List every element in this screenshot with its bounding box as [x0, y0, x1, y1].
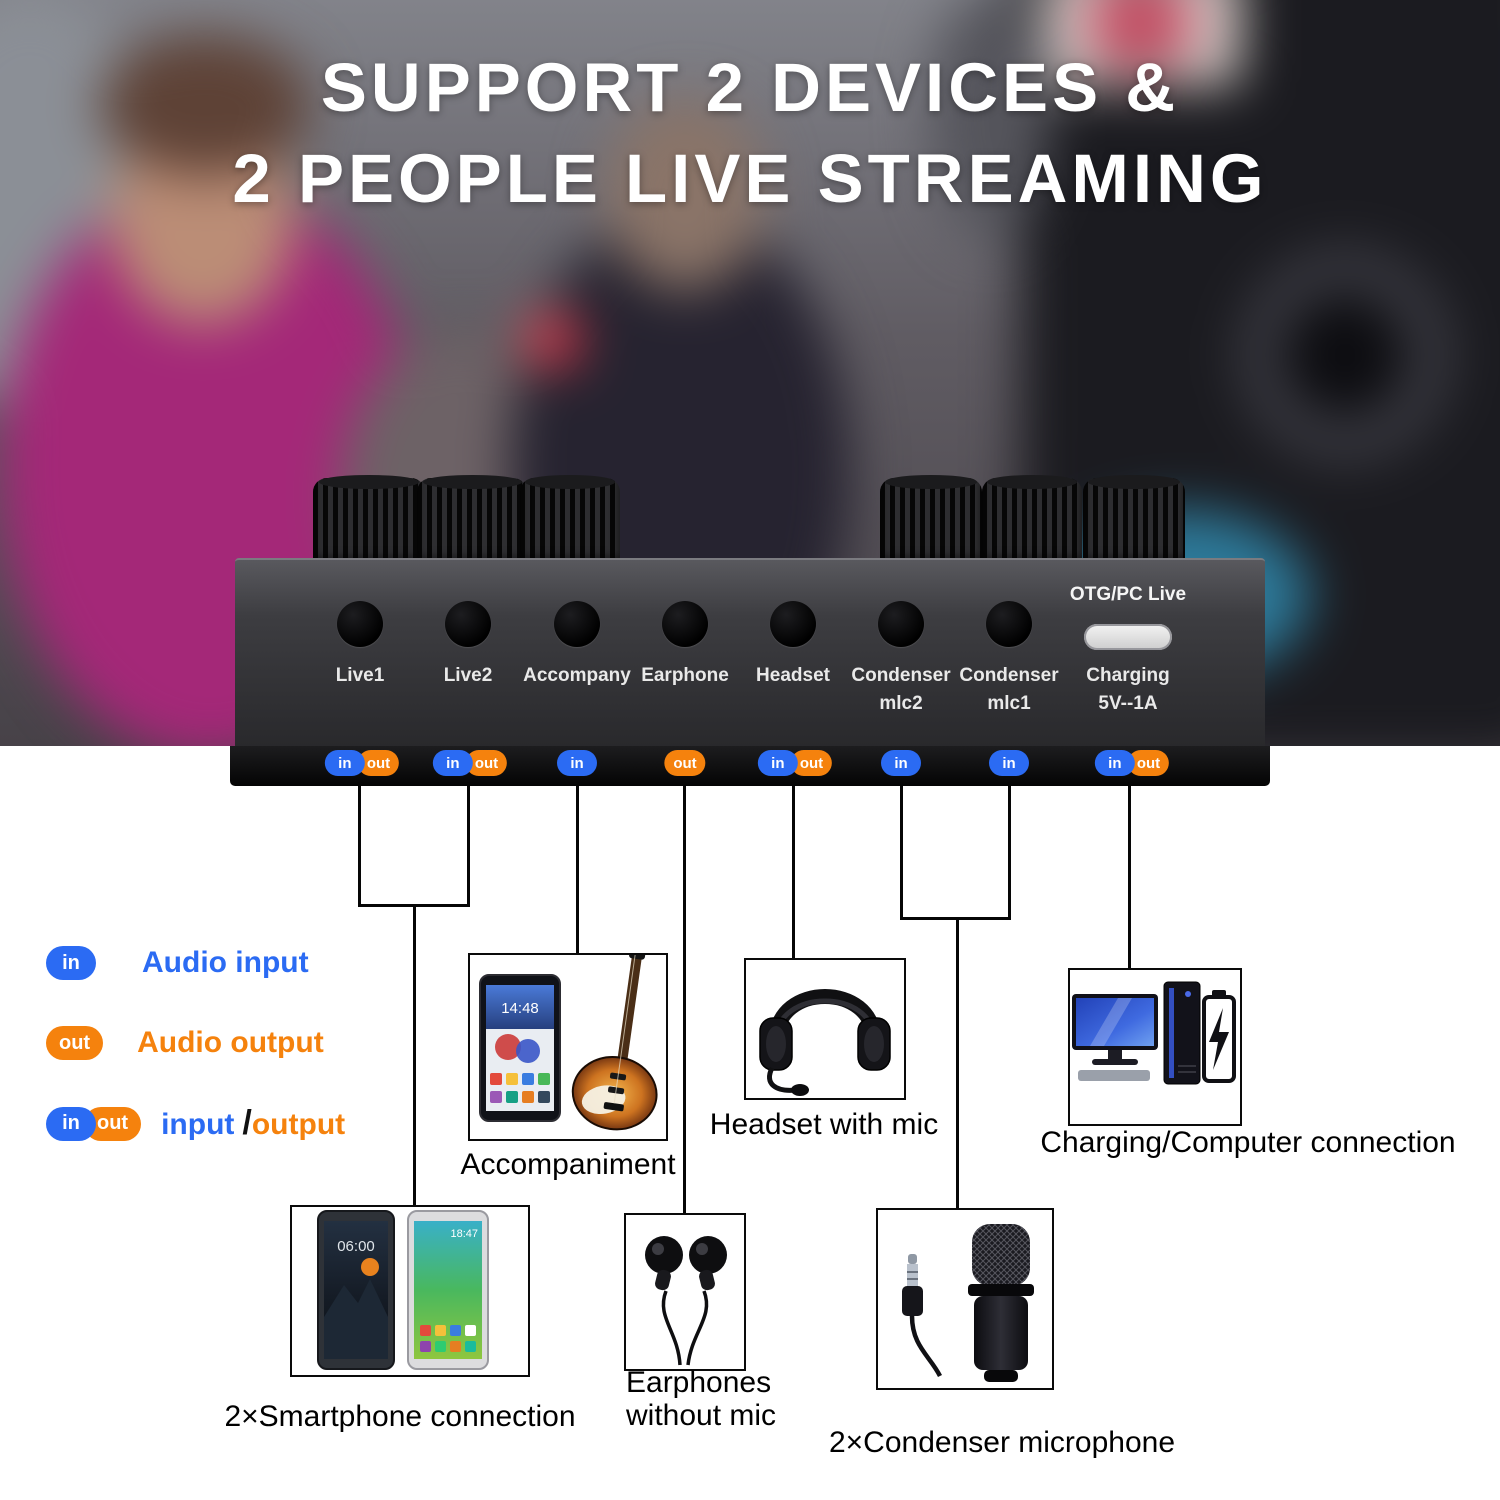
- earbuds-icon: [645, 1236, 727, 1366]
- jack-accompany: [554, 601, 600, 647]
- condenser-mic-icon: [902, 1224, 1034, 1382]
- connector-line-mic1: [1008, 776, 1011, 920]
- mixer-knob-3: [520, 475, 620, 566]
- smartphone-label: 2×Smartphone connection: [224, 1400, 576, 1433]
- legend-in-badge: in: [46, 1106, 96, 1141]
- usb-charging-port: [1084, 624, 1172, 650]
- title-line-1: SUPPORT 2 DEVICES &: [320, 49, 1180, 126]
- jack-condenser-mic1: [986, 601, 1032, 647]
- connector-line-live1: [358, 776, 361, 906]
- page-title: SUPPORT 2 DEVICES & 2 PEOPLE LIVE STREAM…: [0, 42, 1500, 224]
- phone1-time: 06:00: [337, 1238, 375, 1255]
- computer-image: [1068, 968, 1242, 1126]
- accompaniment-illustration: 14:48: [479, 955, 658, 1131]
- legend-audio-output-label: Audio output: [137, 1026, 324, 1059]
- mixer-device: OTG/PC Live Live1 Live2 Accompany Earpho…: [230, 475, 1270, 790]
- mixer-knob-6: [1083, 475, 1185, 566]
- badge-in: in: [881, 750, 921, 776]
- accompaniment-label: Accompaniment: [460, 1148, 676, 1181]
- guitar-icon: [571, 955, 658, 1131]
- badges-earphone: out: [664, 750, 706, 776]
- jack-earphone: [662, 601, 708, 647]
- legend-audio-input-label: Audio input: [142, 946, 309, 979]
- port-label-live1: Live1: [335, 665, 385, 686]
- badges-condenser-mic1: in: [989, 750, 1029, 776]
- port-label-accompany: Accompany: [523, 665, 631, 686]
- connector-line-accompany: [576, 776, 579, 953]
- connector-line-to-condenser: [956, 917, 959, 1208]
- badge-in: in: [432, 750, 473, 776]
- legend-out-badge: out: [46, 1026, 104, 1060]
- smartphones-icon: 06:00 18:47: [317, 1210, 489, 1370]
- badges-live1: in out: [324, 750, 400, 776]
- earphones-label: Earphones without mic: [626, 1366, 777, 1432]
- legend-audio-input: in Audio input: [46, 946, 309, 980]
- legend-in-badge: in: [46, 946, 96, 980]
- smartphone-image: 06:00 18:47: [290, 1205, 530, 1377]
- port-label-earphone: Earphone: [641, 665, 729, 686]
- badge-out: out: [664, 750, 706, 776]
- badge-in: in: [1094, 750, 1135, 776]
- legend-input-output: in out input/output: [46, 1104, 345, 1143]
- jack-live1: [337, 601, 383, 647]
- mixer-knob-5: [982, 475, 1082, 566]
- badges-charging: in out: [1094, 750, 1170, 776]
- badge-in: in: [324, 750, 365, 776]
- connector-line-earphone: [683, 776, 686, 1213]
- otg-pc-live-label: OTG/PC Live: [1069, 584, 1187, 605]
- connector-line-mic2: [900, 776, 903, 920]
- title-line-2: 2 PEOPLE LIVE STREAMING: [232, 140, 1268, 218]
- jack-live2: [445, 601, 491, 647]
- lightning-bolt-icon: [1209, 1008, 1229, 1070]
- connector-line-headset: [792, 776, 795, 958]
- earphones-image: [624, 1213, 746, 1371]
- badges-accompany: in: [557, 750, 597, 776]
- jack-headset: [770, 601, 816, 647]
- headset-image: [744, 958, 906, 1100]
- headset-label: Headset with mic: [709, 1108, 939, 1141]
- phone2-time: 18:47: [450, 1228, 478, 1240]
- connector-line-mic-merge: [900, 917, 1011, 920]
- accompaniment-phone-time: 14:48: [501, 1000, 539, 1017]
- mixer-knob-4: [880, 475, 982, 566]
- jack-condenser-mic2: [878, 601, 924, 647]
- headset-icon: [759, 989, 891, 1096]
- condenser-mic-image: [876, 1208, 1054, 1390]
- badge-out: out: [790, 750, 833, 776]
- badges-condenser-mic2: in: [881, 750, 921, 776]
- legend-out-badge: out: [84, 1106, 142, 1141]
- mixer-knob-2: [417, 475, 527, 566]
- badges-headset: in out: [757, 750, 833, 776]
- port-label-live2: Live2: [443, 665, 493, 686]
- condenser-mic-label: 2×Condenser microphone: [828, 1426, 1176, 1459]
- computer-label: Charging/Computer connection: [1040, 1126, 1456, 1159]
- connector-line-to-smartphones: [413, 904, 416, 1205]
- badge-in: in: [989, 750, 1029, 776]
- computer-icon: [1072, 981, 1236, 1085]
- badges-live2: in out: [432, 750, 508, 776]
- accompaniment-image: 14:48: [468, 953, 668, 1141]
- legend-input-output-label: input/output: [161, 1104, 346, 1142]
- badge-in: in: [557, 750, 597, 776]
- connector-line-live2: [467, 776, 470, 906]
- connector-line-charging: [1128, 776, 1131, 968]
- badge-in: in: [757, 750, 798, 776]
- mixer-panel: OTG/PC Live Live1 Live2 Accompany Earpho…: [235, 558, 1265, 746]
- mixer-knob-1: [313, 475, 425, 566]
- legend-audio-output: out Audio output: [46, 1026, 324, 1060]
- port-label-headset: Headset: [756, 665, 830, 686]
